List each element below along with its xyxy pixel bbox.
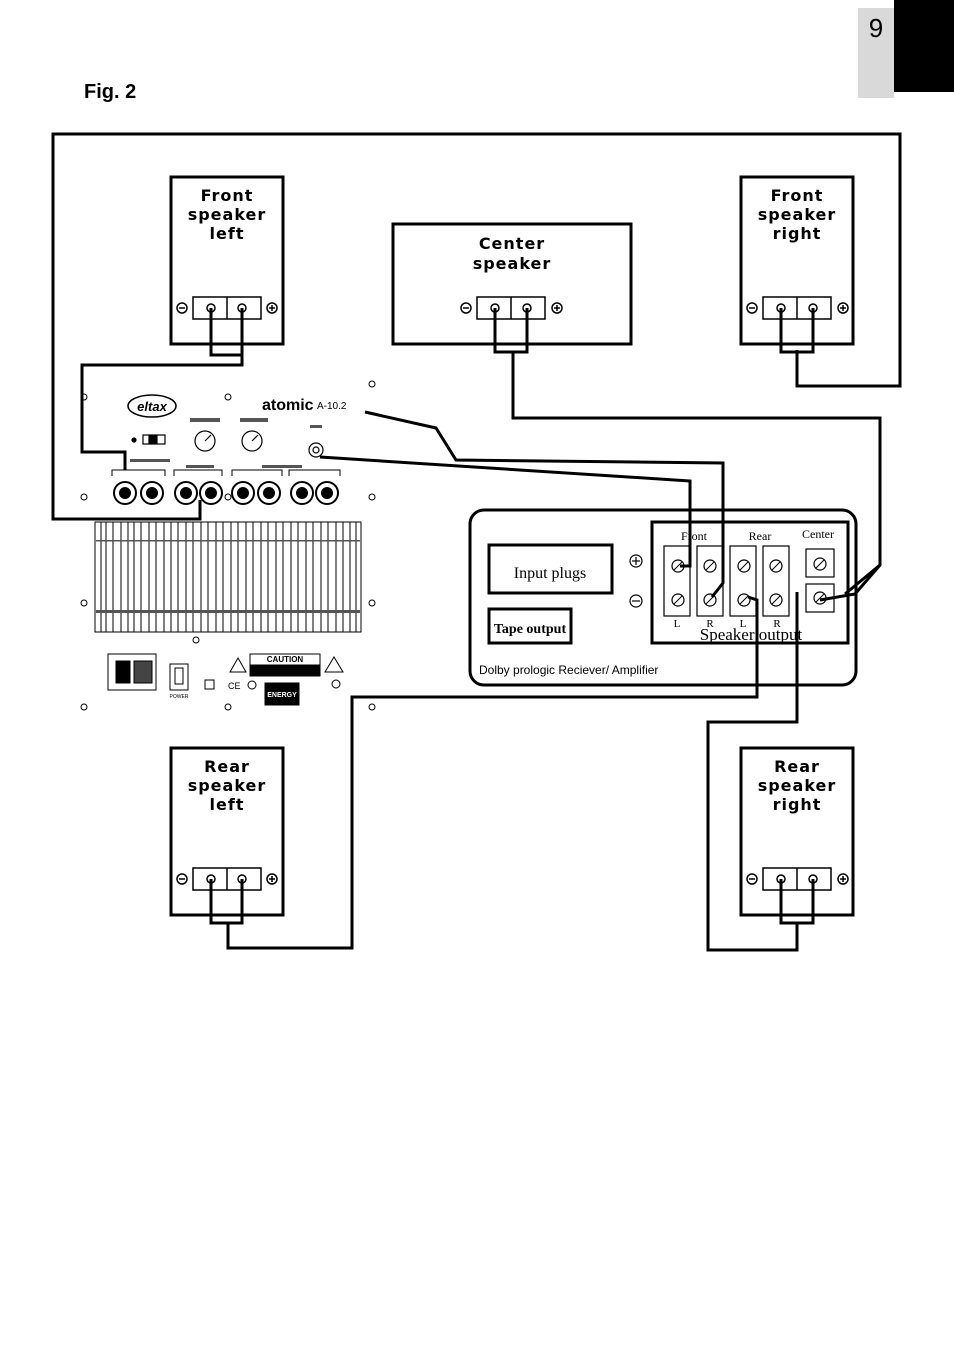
wire-front-right-loop [51,132,902,521]
channel-front-r: R [706,618,714,630]
speaker-front-left: Front speaker left [169,175,285,357]
svg-text:POWER: POWER [170,694,189,700]
speaker-label-line3: right [773,795,822,814]
svg-text:CE: CE [228,681,241,691]
control-knobs [131,430,324,458]
power-section: POWER CE CAUTION ENERGY [107,653,344,706]
subwoofer-panel: eltax atomic A-10.2 [80,380,376,711]
speaker-label-line2: speaker [188,776,267,795]
energy-logo-label: ENERGY [267,692,297,699]
polarity-symbols [629,554,643,608]
wire-center-2 [819,564,882,602]
group-label-front: Front [681,529,708,543]
speaker-label-line3: left [210,224,245,243]
speaker-label-line3: left [210,795,245,814]
channel-rear-r: R [773,618,781,630]
tape-output-label: Tape output [494,622,567,637]
wires [51,132,902,952]
speaker-center: Center speaker [391,222,633,354]
page-tab-black [894,0,954,92]
input-plugs-label: Input plugs [514,565,586,582]
speaker-terminal [460,296,563,320]
speaker-box [391,222,633,346]
speaker-terminal [746,296,849,320]
channel-rear-l: L [740,618,747,630]
speaker-output-block [650,520,850,645]
wire-center [511,352,882,596]
speaker-label-line2: speaker [188,205,267,224]
speaker-rear-right: Rear speaker right [739,746,855,925]
speaker-terminal [176,296,278,320]
speaker-output-label: Speaker output [700,625,803,644]
channel-front-l: L [674,618,681,630]
rca-jacks [113,481,339,505]
terminal-screw-marks [673,559,825,605]
output-terminals [663,545,835,617]
receiver-caption: Dolby prologic Reciever/ Amplifier [479,663,658,677]
receiver: Input plugs Tape output Front Rear Cente… [468,508,858,687]
speaker-box [169,746,285,917]
speaker-label-line2: speaker [758,776,837,795]
speaker-rear-left: Rear speaker left [169,746,285,925]
input-plugs-box [487,543,614,595]
jack-brackets [111,469,341,476]
speaker-terminal [176,867,278,891]
model-number: A-10.2 [317,401,347,412]
wire-rear-left [226,595,759,950]
speaker-label-line1: Front [201,186,254,205]
eltax-logo [127,394,177,418]
speaker-label-line1: Rear [774,757,820,776]
tape-output-box [487,607,573,645]
speaker-terminal [746,867,849,891]
speaker-front-right: Front speaker right [739,175,855,354]
group-label-rear: Rear [749,529,772,543]
wire-front-left [80,356,244,470]
speaker-label-line1: Rear [204,757,250,776]
figure-label: Fig. 2 [84,81,136,103]
speaker-label-line2: speaker [758,205,837,224]
heatsink [94,521,362,633]
wire-rear-right [706,592,799,952]
caution-label: CAUTION [267,655,304,664]
panel-screws [80,380,376,711]
group-label-center: Center [802,527,834,541]
speaker-label-line2: speaker [473,254,552,273]
page-tab [858,8,894,98]
speaker-label-line3: right [773,224,822,243]
eltax-brand: eltax [137,399,167,414]
wire-line-in-front-r [364,410,725,598]
speaker-label-line1: Front [771,186,824,205]
speaker-label-line1: Center [479,234,545,253]
page-number: 9 [869,13,883,43]
tiny-panel-labels [130,418,322,468]
receiver-outline [468,508,858,687]
atomic-brand: atomic [262,397,314,414]
